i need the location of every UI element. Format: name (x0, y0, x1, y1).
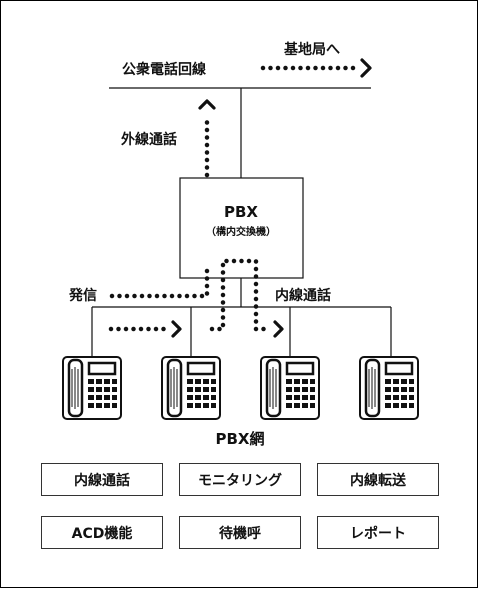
outgoing-dotted-path (109, 263, 210, 299)
pbx-title: PBX (224, 203, 258, 221)
desk-phone-icon (358, 355, 420, 421)
feature-internal-transfer: 内線転送 (317, 463, 439, 496)
right-arrow-icon (360, 58, 372, 78)
public-line-label: 公衆電話回線 (122, 61, 206, 78)
outgoing-label: 発信 (68, 287, 97, 304)
right-arrow-icon (171, 320, 182, 338)
feature-report: レポート (317, 516, 439, 549)
desk-phone-icon (160, 355, 222, 421)
desk-phone-icon (61, 355, 123, 421)
feature-monitoring: モニタリング (179, 463, 301, 496)
outside-call-label: 外線通話 (121, 131, 177, 148)
feature-call-queue: 待機呼 (179, 516, 301, 549)
up-arrow-icon (198, 99, 216, 110)
network-label: PBX網 (216, 430, 265, 448)
internal-call-label: 内線通話 (275, 287, 331, 304)
desk-phone-icon (259, 355, 321, 421)
pbx-subtitle: （構内交換機） (206, 225, 276, 238)
right-arrow-icon (273, 320, 284, 338)
feature-internal-call: 内線通話 (41, 463, 163, 496)
feature-acd: ACD機能 (41, 516, 163, 549)
internal-call-dotted-path (209, 258, 272, 332)
base-station-label: 基地局へ (284, 41, 340, 58)
